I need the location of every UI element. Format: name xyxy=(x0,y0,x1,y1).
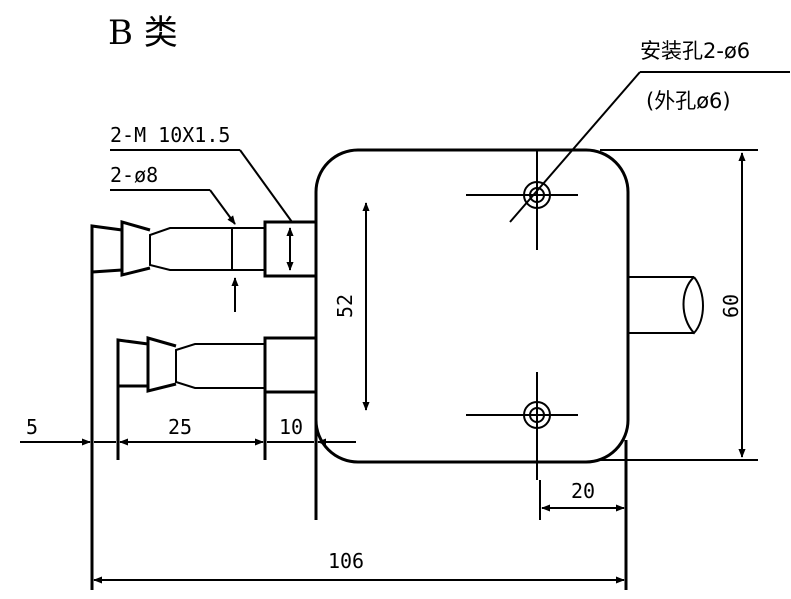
thread-leader xyxy=(110,149,294,271)
cable xyxy=(628,276,704,335)
outer-hole-label: (外孔ø6) xyxy=(646,89,731,113)
dim-20-text: 20 xyxy=(571,479,595,503)
dim-10-text: 10 xyxy=(279,415,303,439)
lower-port-fitting xyxy=(116,336,318,394)
mount-hole-leader xyxy=(509,71,790,223)
dim-5-text: 5 xyxy=(26,415,38,439)
sensor-body xyxy=(314,148,630,464)
mount-hole-label: 安装孔2-ø6 xyxy=(640,39,750,63)
dim-52-text: 52 xyxy=(333,294,357,318)
port-diameter-leader xyxy=(110,189,239,312)
dim-25-text: 25 xyxy=(168,415,192,439)
upper-port-fitting xyxy=(90,220,318,278)
mount-hole-bottom xyxy=(466,372,578,480)
port-diameter-label: 2-ø8 xyxy=(110,163,158,187)
drawing-title: B 类 xyxy=(108,13,178,53)
dim-106-text: 106 xyxy=(328,549,364,573)
thread-label: 2-M 10X1.5 xyxy=(110,123,230,147)
dim-60-text: 60 xyxy=(719,294,743,318)
mount-hole-top xyxy=(466,150,578,250)
